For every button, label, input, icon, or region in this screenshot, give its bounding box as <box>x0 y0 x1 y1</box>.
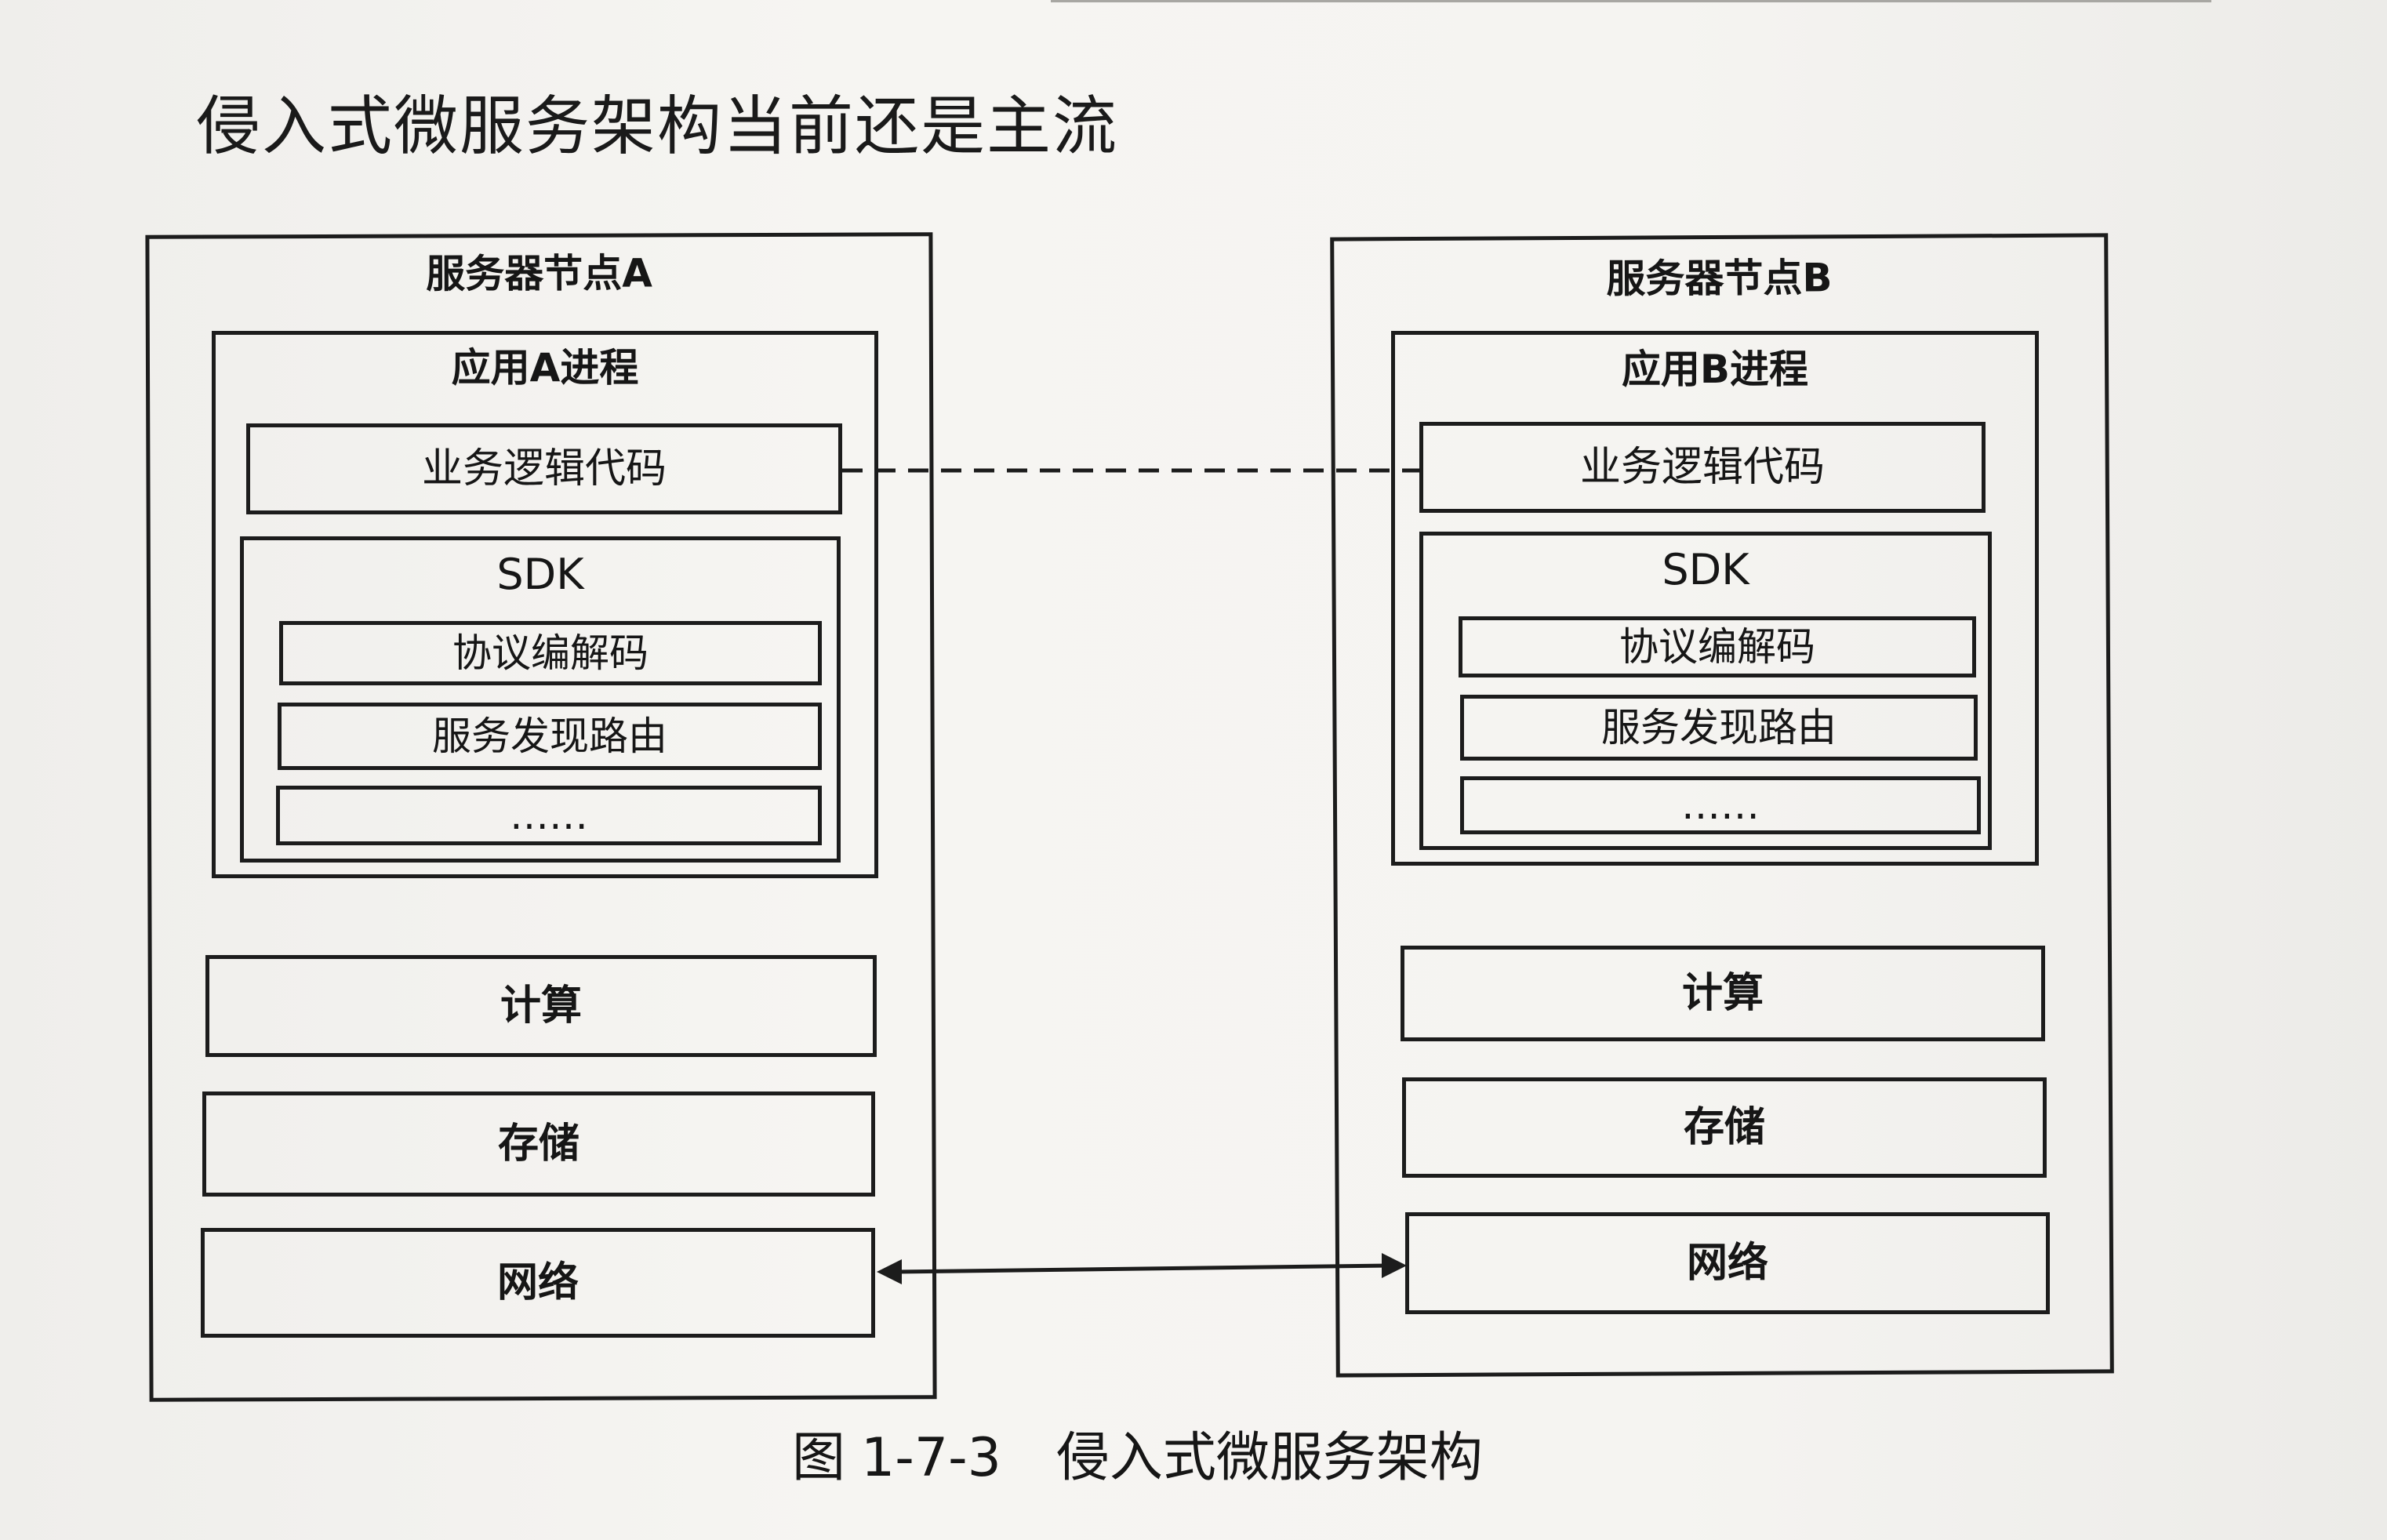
server-node-b-title: 服务器节点B <box>1606 255 1833 302</box>
sdk-b-item-more-label: …… <box>1681 783 1760 828</box>
business-logic-b-label: 业务逻辑代码 <box>1579 444 1825 491</box>
process-a-title: 应用A进程 <box>451 345 639 390</box>
sdk-a-item-discovery: 服务发现路由 <box>278 703 822 770</box>
process-b: 应用B进程 <box>1391 331 2039 866</box>
storage-a: 存储 <box>202 1091 875 1197</box>
process-a: 应用A进程 <box>212 331 878 878</box>
figure-caption-number: 1-7-3 <box>861 1427 1001 1489</box>
business-logic-b: 业务逻辑代码 <box>1419 422 1986 513</box>
business-logic-a: 业务逻辑代码 <box>246 423 842 514</box>
storage-b-label: 存储 <box>1683 1104 1765 1151</box>
sdk-b-item-discovery-label: 服务发现路由 <box>1601 705 1837 750</box>
compute-a-label: 计算 <box>500 982 582 1030</box>
sdk-b-item-protocol: 协议编解码 <box>1459 616 1976 677</box>
sdk-a-item-discovery-label: 服务发现路由 <box>432 714 667 759</box>
sdk-b: SDK <box>1419 532 1992 850</box>
sdk-a-item-more-label: …… <box>510 793 588 838</box>
top-rule <box>1051 0 2211 2</box>
sdk-b-item-discovery: 服务发现路由 <box>1460 695 1978 761</box>
business-logic-a-label: 业务逻辑代码 <box>421 445 667 492</box>
network-a: 网络 <box>201 1228 875 1338</box>
page-heading: 侵入式微服务架构当前还是主流 <box>196 89 1119 164</box>
figure-caption-text: 侵入式微服务架构 <box>1055 1427 1483 1489</box>
sdk-b-title: SDK <box>1662 545 1749 594</box>
sdk-a: SDK <box>240 536 841 863</box>
compute-b: 计算 <box>1401 946 2045 1041</box>
server-node-a-title: 服务器节点A <box>426 250 653 297</box>
sdk-a-item-more: …… <box>276 786 822 845</box>
compute-b-label: 计算 <box>1681 970 1764 1017</box>
sdk-a-item-protocol: 协议编解码 <box>279 621 822 685</box>
network-b: 网络 <box>1405 1212 2050 1314</box>
storage-a-label: 存储 <box>497 1120 579 1168</box>
compute-a: 计算 <box>205 955 877 1057</box>
figure-caption-prefix: 图 <box>792 1427 846 1489</box>
sdk-b-item-more: …… <box>1460 776 1981 834</box>
process-b-title: 应用B进程 <box>1621 347 1809 392</box>
sdk-a-item-protocol-label: 协议编解码 <box>452 630 649 676</box>
network-a-label: 网络 <box>496 1259 579 1306</box>
sdk-a-title: SDK <box>496 550 584 599</box>
network-b-label: 网络 <box>1686 1240 1768 1287</box>
storage-b: 存储 <box>1402 1077 2047 1178</box>
sdk-b-item-protocol-label: 协议编解码 <box>1619 624 1815 670</box>
